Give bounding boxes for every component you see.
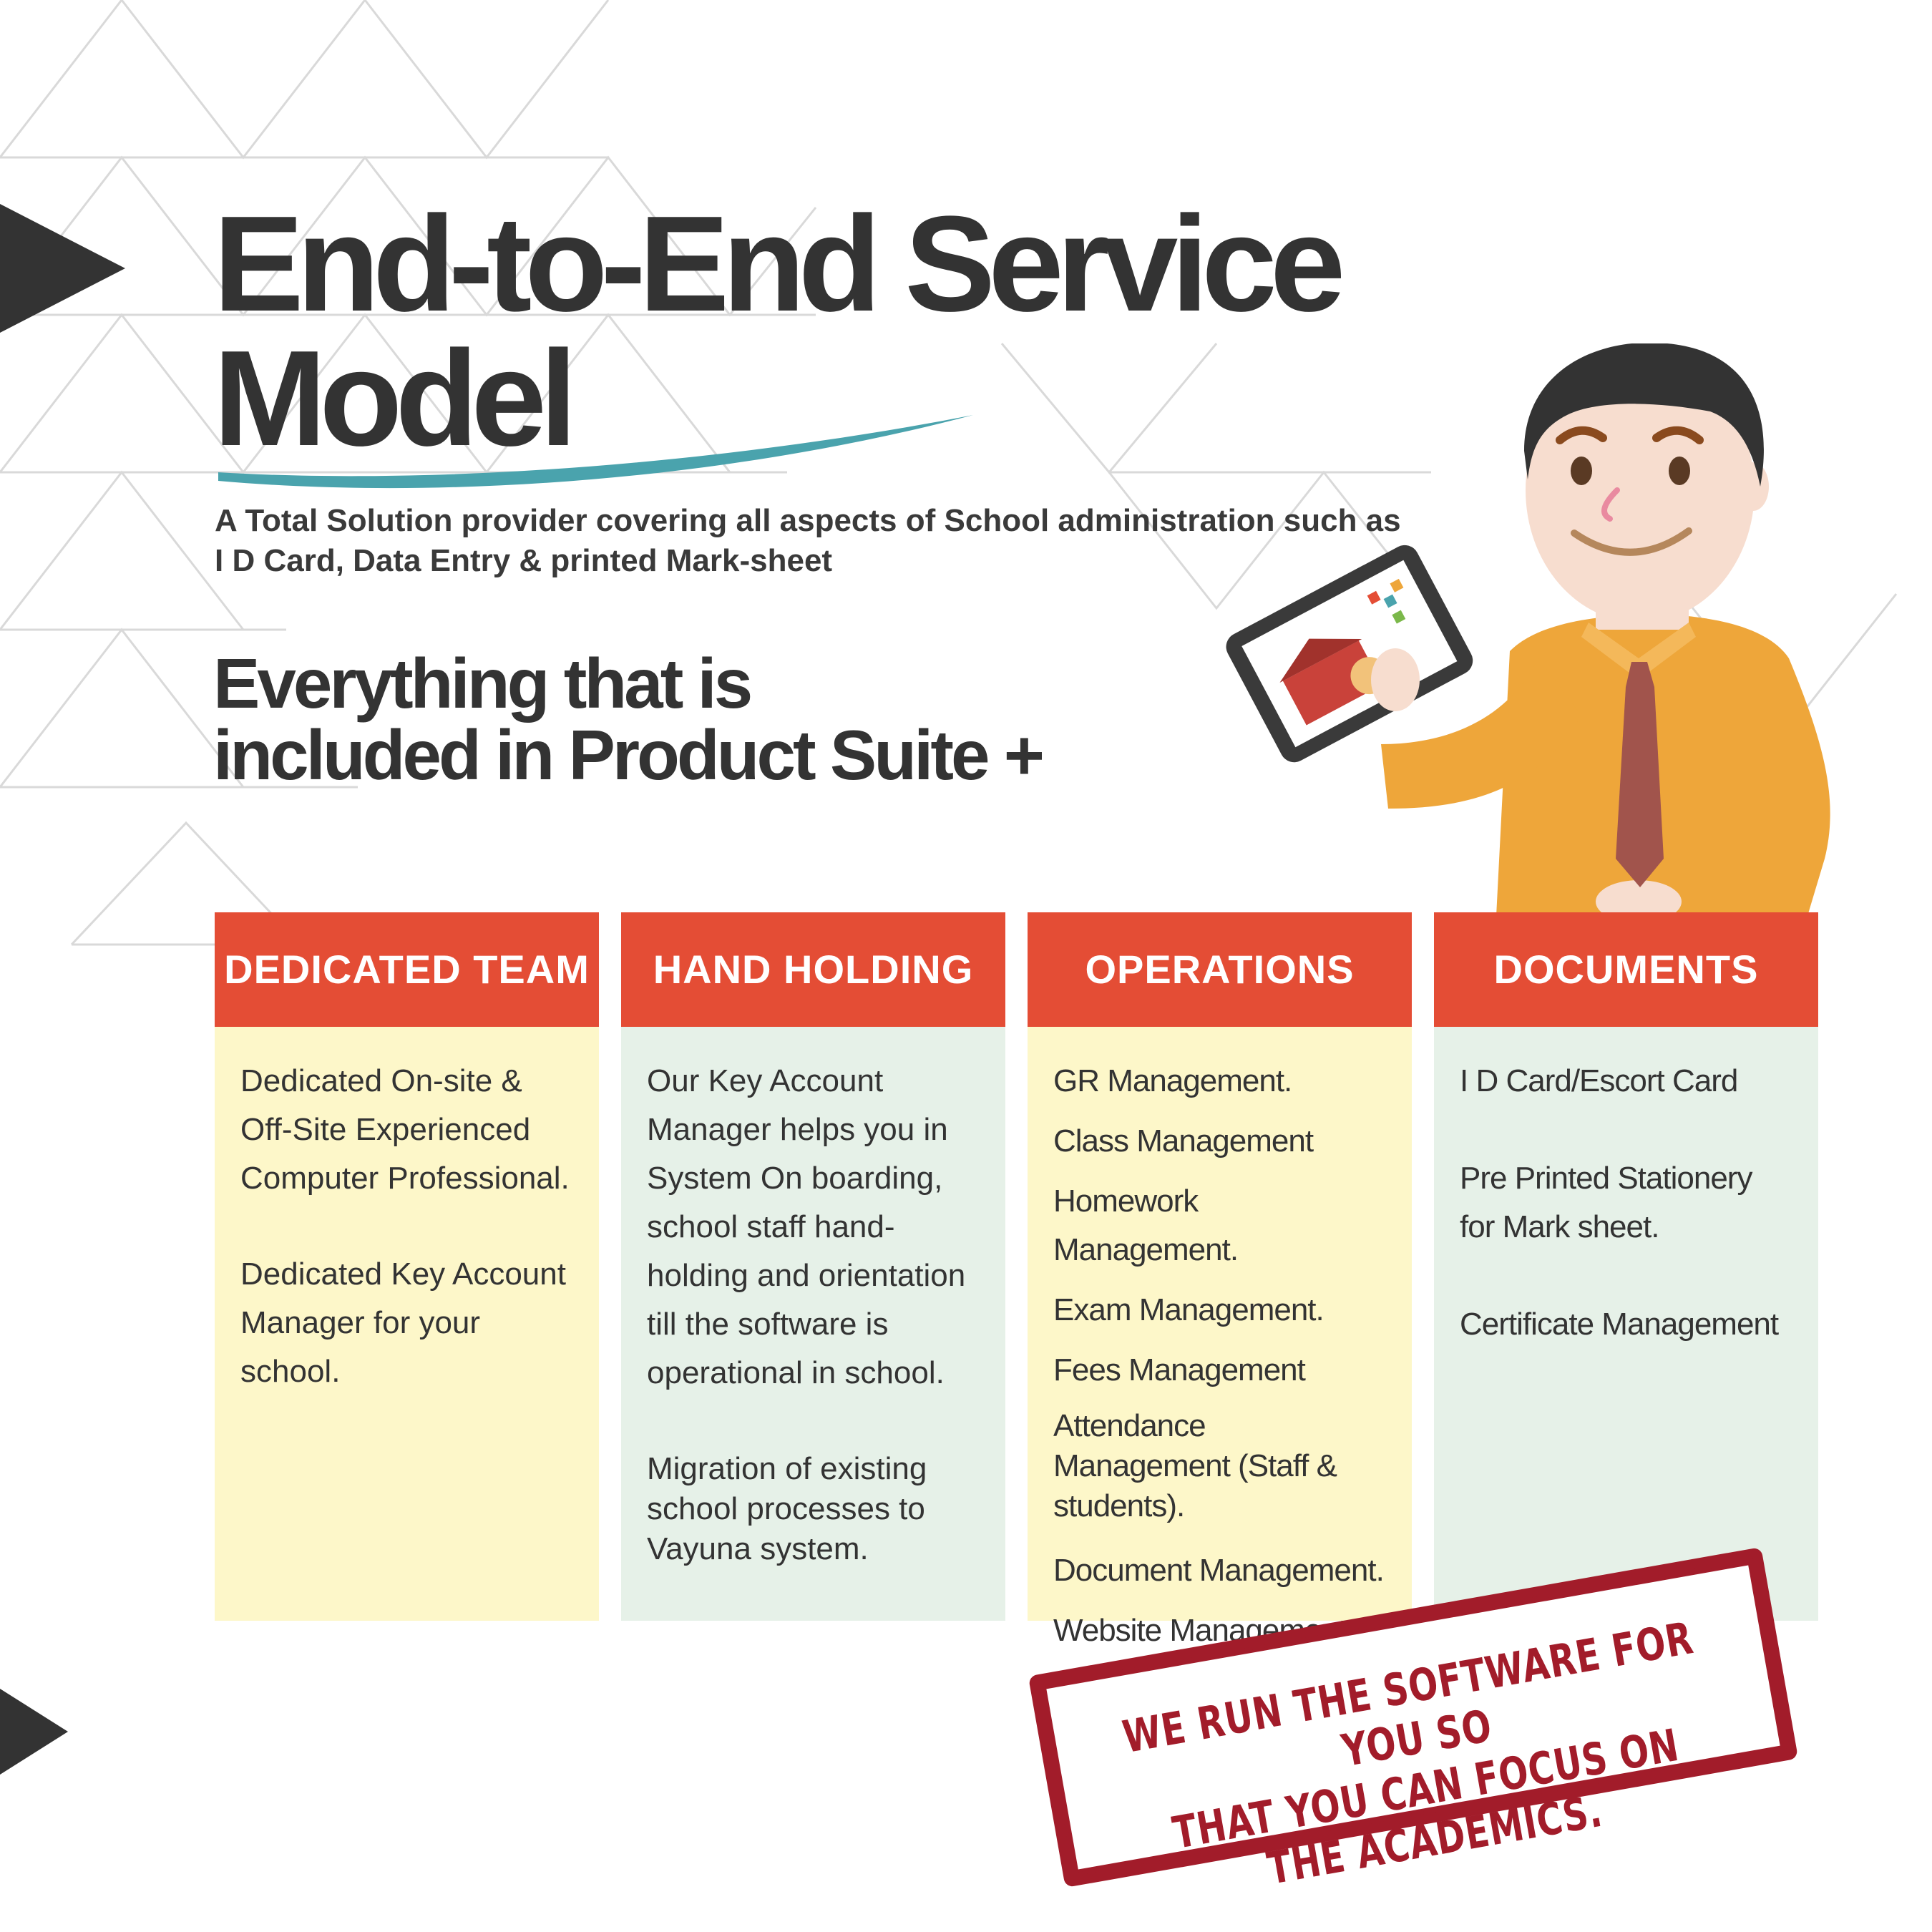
title-line-2: Model (213, 323, 577, 474)
column-header-documents: DOCUMENTS (1434, 912, 1818, 1027)
businessman-with-tablet-illustration (1226, 343, 1830, 916)
column-paragraph: Dedicated On-site & Off-Site Experienced… (240, 1063, 570, 1196)
list-item: Fees Management (1053, 1352, 1306, 1387)
arm-shape (1381, 658, 1581, 809)
column-header-hand-holding: HAND HOLDING (621, 912, 1005, 1027)
hand-shape (1596, 880, 1682, 916)
column-body-operations: GR Management. Class Management Homework… (1028, 1027, 1412, 1648)
column-body-dedicated-team: Dedicated On-site & Off-Site Experienced… (215, 1027, 599, 1621)
column-header-dedicated-team: DEDICATED TEAM (215, 912, 599, 1027)
tagline-line-1: Everything that is (213, 644, 753, 723)
arrow-marker-bottom (0, 1689, 68, 1775)
teal-swoosh-underline (218, 415, 973, 489)
left-eyebrow (1556, 426, 1607, 444)
list-item: I D Card/Escort Card (1460, 1063, 1738, 1098)
holding-hand-shape (1371, 648, 1420, 711)
tie-shape (1616, 662, 1664, 887)
smile (1571, 527, 1692, 556)
hair-shape (1524, 343, 1764, 487)
column-paragraph: Dedicated Key Account Manager for your s… (240, 1257, 566, 1389)
list-item: Pre Printed Stationery for Mark sheet. (1460, 1161, 1752, 1244)
column-documents: DOCUMENTS I D Card/Escort Card Pre Print… (1434, 912, 1818, 1621)
column-body-hand-holding: Our Key Account Manager helps you in Sys… (621, 1027, 1005, 1621)
nose (1601, 487, 1620, 522)
ear-shape (1737, 462, 1769, 511)
title-line-1: End-to-End Service (213, 188, 1345, 340)
list-item: GR Management. (1053, 1063, 1292, 1098)
column-operations: OPERATIONS GR Management. Class Manageme… (1028, 912, 1412, 1648)
subtitle-line-2: I D Card, Data Entry & printed Mark-shee… (215, 543, 833, 578)
column-paragraph: Migration of existing school processes t… (647, 1451, 927, 1566)
column-dedicated-team: DEDICATED TEAM Dedicated On-site & Off-S… (215, 912, 599, 1621)
column-body-documents: I D Card/Escort Card Pre Printed Station… (1434, 1027, 1818, 1621)
list-item: Attendance Management (Staff & students)… (1053, 1408, 1337, 1523)
tagline-line-2: included in Product Suite + (213, 716, 1045, 794)
list-item: Exam Management. (1053, 1292, 1324, 1327)
tagline: Everything that is included in Product S… (213, 648, 1143, 791)
column-hand-holding: HAND HOLDING Our Key Account Manager hel… (621, 912, 1005, 1621)
column-paragraph: Our Key Account Manager helps you in Sys… (647, 1063, 966, 1390)
list-item: Document Management. (1053, 1553, 1385, 1588)
right-eye (1669, 457, 1690, 485)
list-item: Class Management (1053, 1123, 1314, 1158)
list-item: Certificate Management (1460, 1307, 1779, 1342)
arrow-marker-top (0, 204, 125, 333)
left-eye (1571, 457, 1592, 485)
shirt-shape (1496, 614, 1830, 916)
page-title: End-to-End Service Model (213, 196, 1501, 467)
column-header-operations: OPERATIONS (1028, 912, 1412, 1027)
face-shape (1526, 358, 1755, 623)
list-item: Homework Management. (1053, 1184, 1239, 1267)
subtitle: A Total Solution provider covering all a… (215, 501, 1503, 581)
subtitle-line-1: A Total Solution provider covering all a… (215, 503, 1401, 538)
right-eyebrow (1652, 426, 1704, 444)
